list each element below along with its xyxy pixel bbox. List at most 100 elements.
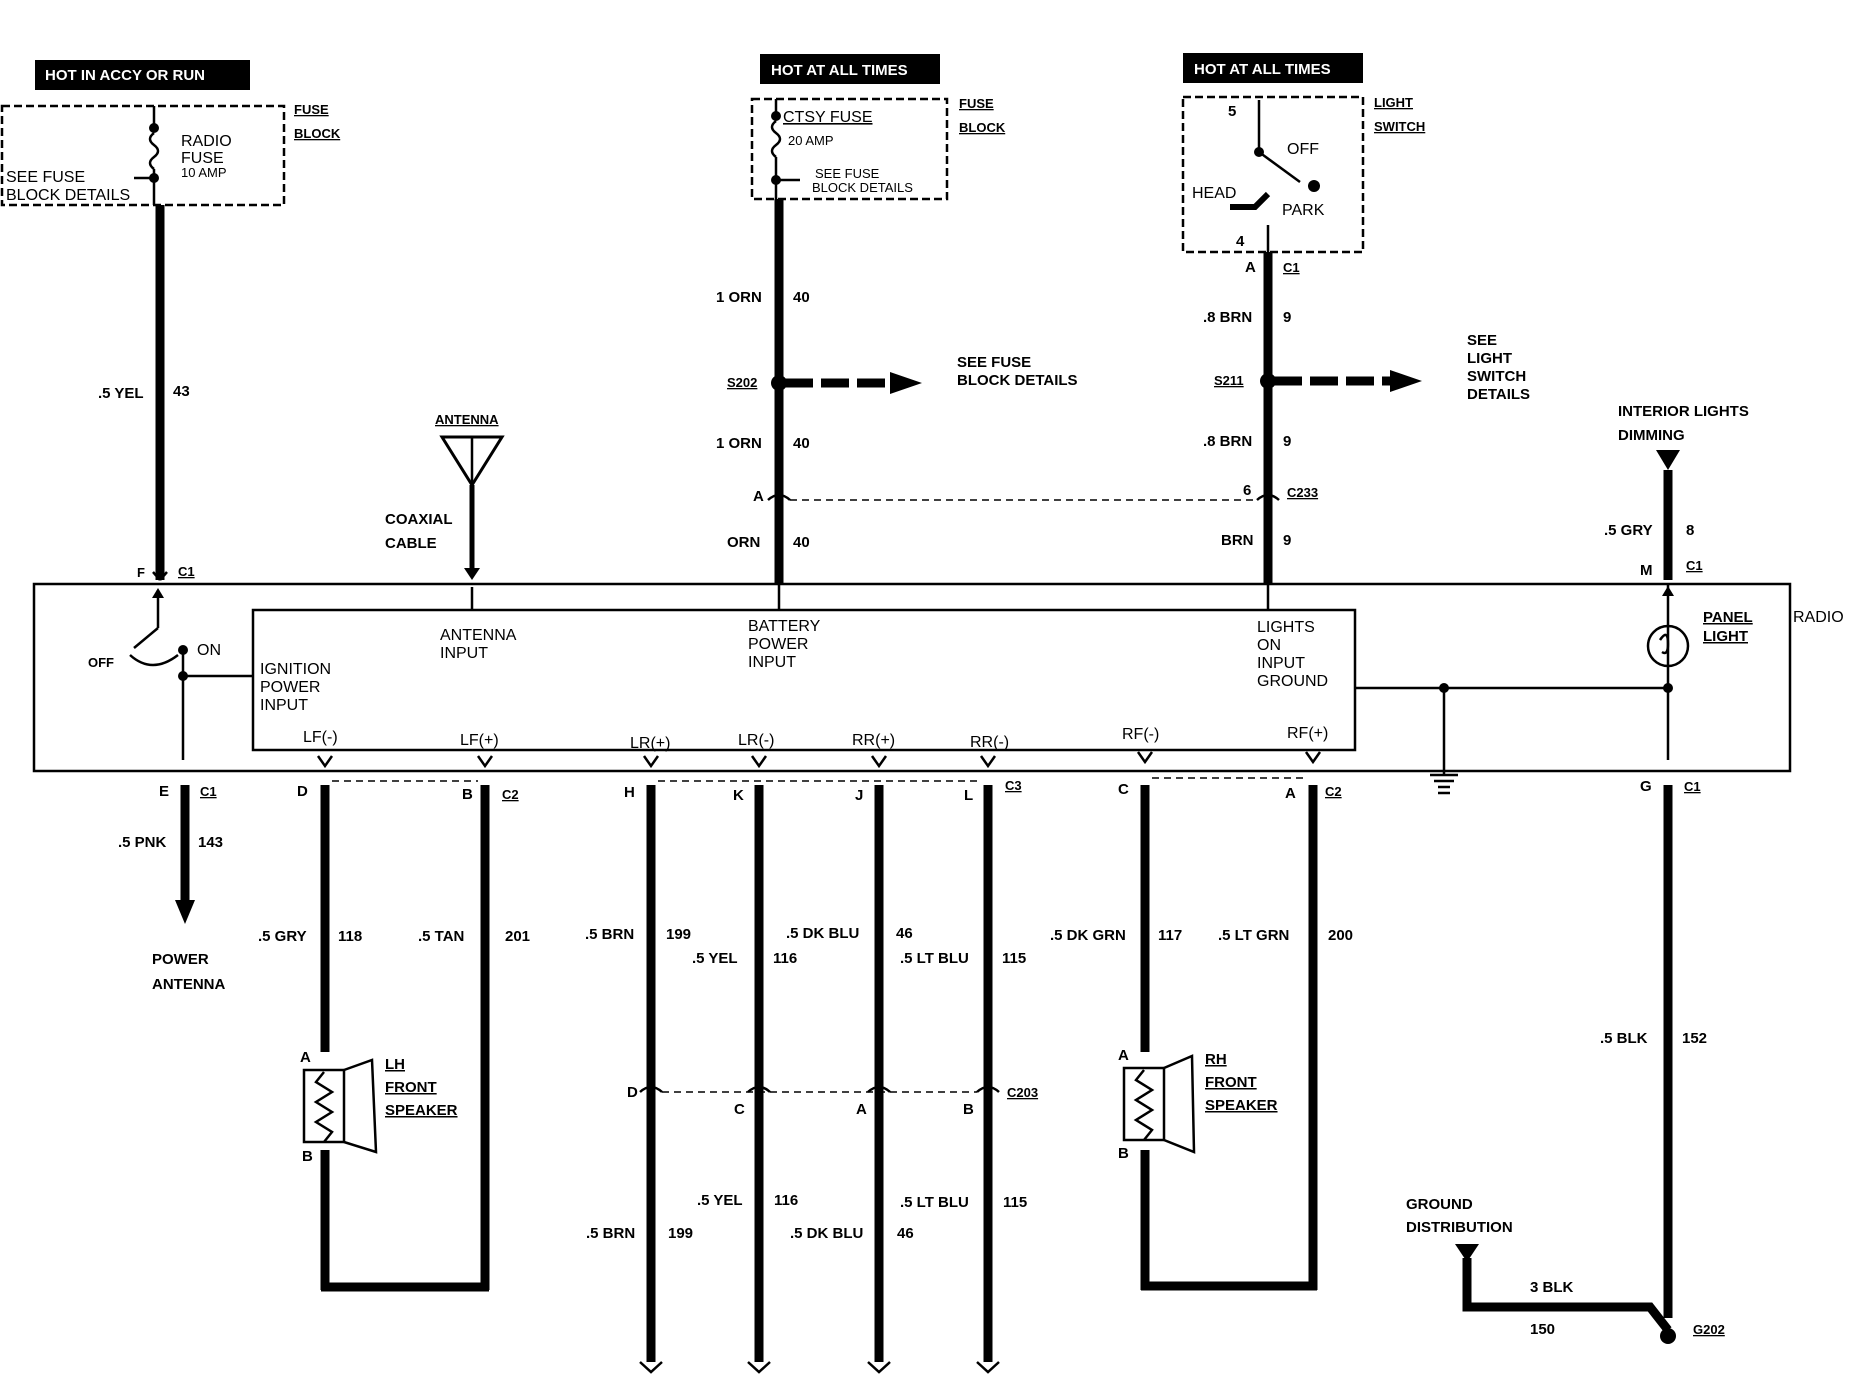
- label-radio-on: ON: [197, 642, 221, 659]
- label-connectors-c233: C233: [1287, 485, 1318, 500]
- label-rh-speaker-line3: SPEAKER: [1205, 1097, 1278, 1114]
- label-light-switch-head: HEAD: [1192, 185, 1236, 202]
- label-power-antenna-line2: ANTENNA: [152, 976, 225, 993]
- label-connectors-pin-g: G: [1640, 778, 1652, 795]
- label-connectors-pin-a: A: [856, 1101, 867, 1118]
- label-wires-w9b-color: .8 BRN: [1203, 433, 1252, 450]
- label-wires-w40c-num: 40: [793, 534, 810, 551]
- label-light-switch-pin-bottom: 4: [1236, 233, 1245, 250]
- label-wires-w201-color: .5 TAN: [418, 928, 464, 945]
- label-connectors-pin-d: D: [627, 1084, 638, 1101]
- label-wires-w152-color: .5 BLK: [1600, 1030, 1648, 1047]
- label-radio-ant-1: ANTENNA: [440, 627, 517, 644]
- label-fuse-block-2-fuse-name: CTSY FUSE: [783, 109, 873, 126]
- label-connectors-pin-m: M: [1640, 562, 1653, 579]
- label-radio-rf-neg: RF(-): [1122, 726, 1159, 743]
- label-connectors-pin-b: B: [302, 1148, 313, 1165]
- label-splices-s211-see-2: LIGHT: [1467, 350, 1512, 367]
- label-radio-rf-pos: RF(+): [1287, 725, 1328, 742]
- label-connectors-pin-b: B: [462, 786, 473, 803]
- label-wires-w200-color: .5 LT GRN: [1218, 927, 1289, 944]
- label-connectors-pin-a: A: [300, 1049, 311, 1066]
- label-splices-s211-see-1: SEE: [1467, 332, 1497, 349]
- label-wires-w46a-num: 46: [896, 925, 913, 942]
- fuse-block-radio: FUSE BLOCK RADIO FUSE 10 AMP SEE FUSE BL…: [0, 102, 341, 207]
- label-connectors-pin-b: B: [1118, 1145, 1129, 1162]
- label-connectors-c1: C1: [1686, 558, 1703, 573]
- label-light-switch-park: PARK: [1282, 202, 1325, 219]
- label-connectors-pin-e: E: [159, 783, 169, 800]
- label-connectors-pin-a: A: [1118, 1047, 1129, 1064]
- wire-43: .5 YEL 43: [98, 205, 190, 580]
- label-splices-s211: S211: [1214, 373, 1244, 388]
- hot-label-always-2: HOT AT ALL TIMES: [1183, 53, 1363, 83]
- label-wires-w115a-color: .5 LT BLU: [900, 950, 969, 967]
- label-radio-lights-4: GROUND: [1257, 673, 1328, 690]
- label-radio-ign-1: IGNITION: [260, 661, 331, 678]
- label-wires-w150-color: 3 BLK: [1530, 1279, 1574, 1296]
- label-radio-bat-3: INPUT: [748, 654, 796, 671]
- label-radio-ant-2: INPUT: [440, 645, 488, 662]
- radio-unit: RADIO F C1 OFF ON IGNITION POWER INPUT A…: [32, 564, 1844, 795]
- wire-152-ground: G C1 .5 BLK 152 G202 3 BLK 150 GROUND DI…: [1406, 778, 1725, 1344]
- label-wires-w116a-color: .5 YEL: [692, 950, 738, 967]
- rear-speaker-wires: H K J L C3 .5 BRN 199 .5 YEL 116 .5 DK B…: [585, 778, 1038, 1374]
- label-wires-w9b-num: 9: [1283, 433, 1291, 450]
- label-wires-w9c-num: 9: [1283, 532, 1291, 549]
- panel-light-bulb-icon: [1646, 624, 1690, 668]
- label-connectors-c1: C1: [200, 784, 217, 799]
- hot-label-always-1: HOT AT ALL TIMES: [760, 54, 940, 84]
- label-wires-w117-num: 117: [1158, 927, 1182, 944]
- label-ground-dist-line2: DISTRIBUTION: [1406, 1219, 1513, 1236]
- label-radio-lights-3: INPUT: [1257, 655, 1305, 672]
- label-connectors-pin-l: L: [964, 787, 973, 804]
- label-wires-w200-num: 200: [1328, 927, 1353, 944]
- label-radio-off: OFF: [88, 655, 114, 670]
- label-radio-lights-2: ON: [1257, 637, 1281, 654]
- label-wires-w40b-num: 40: [793, 435, 810, 452]
- antenna: ANTENNA COAXIAL CABLE: [385, 412, 505, 580]
- label-connectors-c2: C2: [1325, 784, 1342, 799]
- fuse-symbol-icon: [148, 132, 160, 170]
- label-splices-s202-see-1: SEE FUSE: [957, 354, 1031, 371]
- lh-speaker-circuit: D B C2 .5 GRY 118 .5 TAN 201 A B LH FRON…: [258, 780, 530, 1292]
- label-wires-w9a-color: .8 BRN: [1203, 309, 1252, 326]
- label-splices-s202: S202: [727, 375, 757, 390]
- rh-speaker-circuit: C A C2 .5 DK GRN 117 .5 LT GRN 200 A B R…: [1050, 777, 1353, 1291]
- label-antenna-title: ANTENNA: [435, 412, 499, 427]
- label-connectors-pin-6: 6: [1243, 482, 1251, 499]
- label-light-switch-tag-line1: LIGHT: [1374, 95, 1413, 110]
- label-radio-rr-neg: RR(-): [970, 734, 1009, 751]
- label-fuse-block-1-see-2: BLOCK DETAILS: [6, 187, 130, 204]
- label-radio-rr-pos: RR(+): [852, 732, 895, 749]
- label-wires-w40a-num: 40: [793, 289, 810, 306]
- label-interior-line1: INTERIOR LIGHTS: [1618, 403, 1749, 420]
- label-connectors-c3: C3: [1005, 778, 1022, 793]
- wire-40: 1 ORN 40 1 ORN 40 ORN 40: [716, 199, 810, 584]
- label-radio-lr-neg: LR(-): [738, 732, 774, 749]
- label-power-antenna-line1: POWER: [152, 951, 209, 968]
- splice-s202: S202 SEE FUSE BLOCK DETAILS: [727, 354, 1078, 394]
- label-radio-lf-neg: LF(-): [303, 729, 338, 746]
- label-lh-speaker-line3: SPEAKER: [385, 1102, 458, 1119]
- label-fuse-block-1-fuse-amp: 10 AMP: [181, 165, 227, 180]
- label-radio-ign-3: INPUT: [260, 697, 308, 714]
- label-wires-w40b-color: 1 ORN: [716, 435, 762, 452]
- label-wires-w9a-num: 9: [1283, 309, 1291, 326]
- label-connectors-c1: C1: [1684, 779, 1701, 794]
- label-connectors-c2: C2: [502, 787, 519, 802]
- interior-lights-dimming: INTERIOR LIGHTS DIMMING .5 GRY 8 M C1: [1604, 403, 1749, 580]
- label-wires-w46b-num: 46: [897, 1225, 914, 1242]
- label-radio-lights-1: LIGHTS: [1257, 619, 1315, 636]
- label-connectors-pin-a: A: [753, 488, 764, 505]
- label-radio-lr-pos: LR(+): [630, 735, 670, 752]
- output-pin-arrows: [316, 751, 1322, 769]
- label-wires-w46b-color: .5 DK BLU: [790, 1225, 863, 1242]
- label-light-switch-pin-top: 5: [1228, 103, 1236, 120]
- label-fuse-block-1-fuse-name-2: FUSE: [181, 150, 224, 167]
- splice-s211: S211 SEE LIGHT SWITCH DETAILS: [1214, 332, 1530, 403]
- label-connectors-pin-a: A: [1245, 259, 1256, 276]
- label-lh-speaker-line1: LH: [385, 1056, 405, 1073]
